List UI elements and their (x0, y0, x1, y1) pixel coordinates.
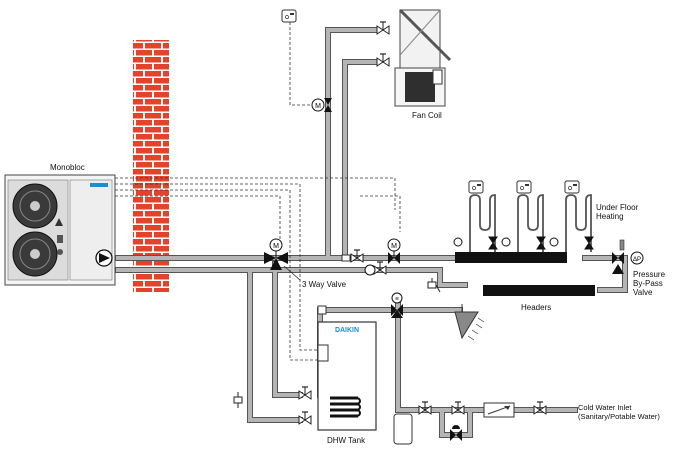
thermostat-icon (564, 180, 580, 194)
tank-vent-icon (317, 305, 327, 315)
three-way-valve-icon: M (264, 238, 288, 270)
thermostat-icon (516, 180, 532, 194)
pressure-bypass-label-line3: Valve (633, 288, 653, 297)
dhw-coil-valve-bottom-icon (298, 411, 312, 425)
brick-wall (133, 40, 169, 292)
daikin-logo: DAIKIN (335, 327, 359, 334)
svg-text:M: M (391, 243, 397, 250)
dhw-tank: DAIKIN (317, 321, 377, 431)
cold-water-label-line1: Cold Water Inlet (578, 403, 632, 412)
svg-text:≋: ≋ (395, 296, 399, 302)
return-header (483, 285, 595, 296)
zone-actuators (453, 236, 594, 250)
fancoil-valve-bottom-icon (376, 53, 390, 67)
thermostat-icon (281, 9, 297, 23)
pressure-bypass-label-line2: By-Pass (633, 279, 663, 288)
tee-fitting (341, 254, 351, 262)
svg-text:M: M (273, 243, 279, 250)
dhw-coil-valve-top-icon (298, 386, 312, 400)
pump-icon (95, 249, 113, 267)
flow-header (455, 252, 567, 263)
monobloc-unit (4, 174, 116, 286)
monobloc-label: Monobloc (50, 163, 85, 172)
fancoil-valve-top-icon (376, 21, 390, 35)
fan-coil-label: Fan Coil (412, 111, 442, 120)
fancoil-motor-valve-icon: M (311, 98, 332, 112)
under-floor-label-line1: Under Floor (596, 203, 639, 212)
daikin-badge (90, 183, 108, 187)
underfloor-thermostats (468, 180, 580, 194)
control-wiring (100, 22, 401, 361)
svg-text:M: M (315, 103, 321, 110)
underfloor-loops (469, 194, 592, 252)
underfloor-motor-valve-icon: M (387, 238, 401, 264)
under-floor-label-line2: Heating (596, 212, 624, 221)
shower-head-icon (454, 304, 485, 341)
headers-label: Headers (521, 303, 552, 312)
drain-tap-icon (233, 392, 243, 408)
dhw-tank-label: DHW Tank (327, 436, 366, 445)
three-way-valve-label: 3 Way Valve (302, 280, 347, 289)
thermostat-icon (468, 180, 484, 194)
drain-tap-icon (427, 278, 441, 293)
svg-text:ΔP: ΔP (633, 257, 641, 263)
mixing-valve-icon: ≋ (391, 292, 403, 318)
return-pump-icon (364, 264, 376, 276)
fan-coil-unit (394, 8, 452, 107)
pressure-bypass-label-line1: Pressure (633, 270, 666, 279)
pressure-bypass-valve-icon: ΔP (612, 239, 644, 274)
expansion-vessel (393, 413, 413, 445)
cold-water-label-line2: (Sanitary/Potable Water) (578, 412, 660, 421)
safety-valve-icon (450, 425, 462, 441)
pressure-reducer-icon (483, 402, 515, 418)
pipes (115, 27, 628, 438)
